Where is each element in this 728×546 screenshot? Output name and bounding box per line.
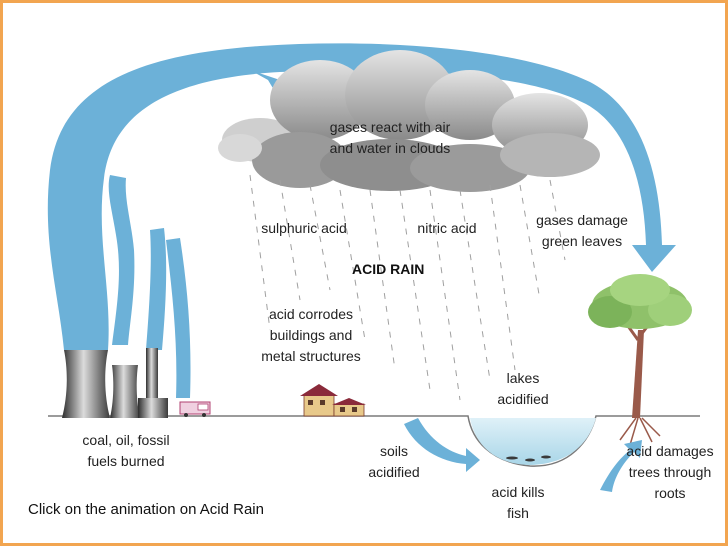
label-trees-roots: acid damages trees through roots xyxy=(626,443,714,501)
label-clouds: gases react with air and water in clouds xyxy=(329,119,451,156)
truck-icon xyxy=(179,401,211,417)
diagram-title: ACID RAIN xyxy=(352,261,425,277)
tree-icon xyxy=(588,274,692,446)
roots-arrow xyxy=(600,440,642,492)
label-nitric-acid: nitric acid xyxy=(417,220,477,236)
fish-icon xyxy=(506,455,551,462)
label-lakes-acidified: lakes acidified xyxy=(497,370,549,407)
cloud-icon xyxy=(218,50,600,192)
lake-icon xyxy=(470,418,596,465)
label-acid-corrodes: acid corrodes buildings and metal struct… xyxy=(261,306,361,364)
animation-link[interactable]: Click on the animation on Acid Rain xyxy=(28,501,264,518)
rain-streaks xyxy=(249,174,566,401)
label-gases-damage: gases damage green leaves xyxy=(536,212,628,249)
label-sulphuric-acid: sulphuric acid xyxy=(261,220,347,236)
label-soils-acidified: soils acidified xyxy=(368,443,420,480)
label-fossil-fuels: coal, oil, fossil fuels burned xyxy=(82,432,170,469)
soils-arrow xyxy=(404,418,480,472)
label-acid-kills-fish: acid kills fish xyxy=(491,484,545,521)
power-station-icon xyxy=(62,348,168,418)
houses-icon xyxy=(300,384,366,417)
